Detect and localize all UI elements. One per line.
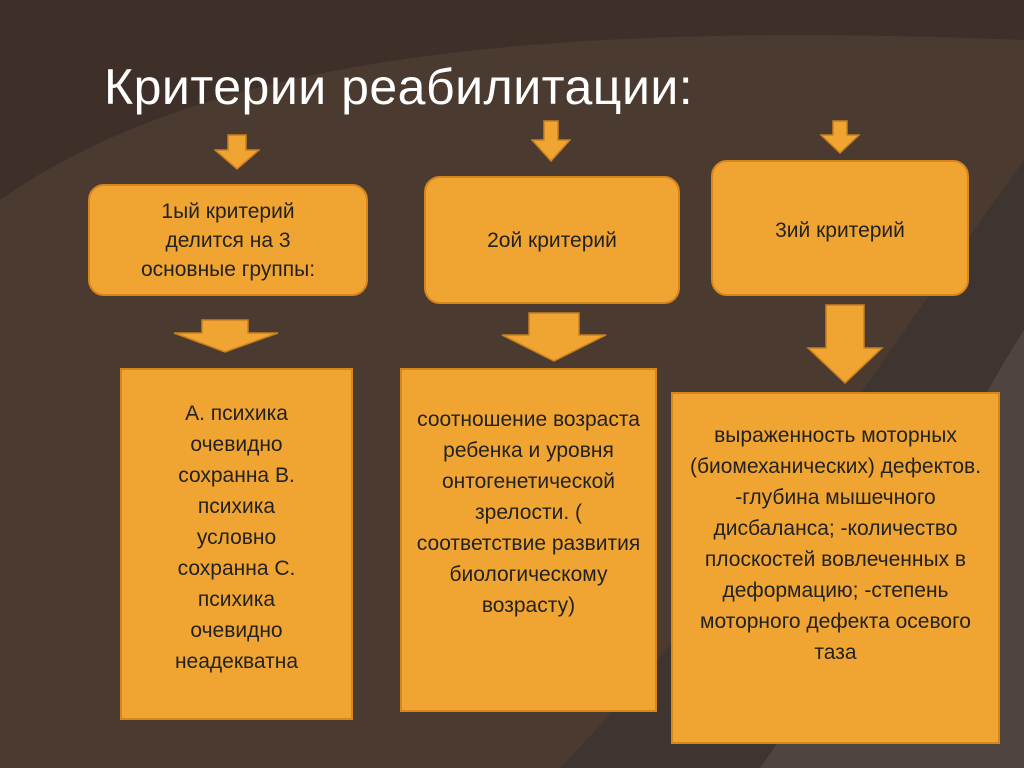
down-arrow-icon xyxy=(531,120,571,162)
criterion-2-header: 2ой критерий xyxy=(424,176,680,304)
criterion-2-details: соотношение возраста ребенка и уровня он… xyxy=(400,368,657,712)
criterion-3-details-text: выраженность моторных (биомеханических) … xyxy=(689,424,982,664)
down-arrow-icon xyxy=(173,319,279,353)
criterion-1-details-text: А. психика очевидно сохранна В. психика … xyxy=(174,402,299,673)
criterion-3-header: 3ий критерий xyxy=(711,160,969,296)
down-arrow-icon xyxy=(501,312,607,362)
down-arrow-icon xyxy=(820,120,860,154)
criterion-3-details: выраженность моторных (биомеханических) … xyxy=(671,392,1000,744)
criterion-3-header-text: 3ий критерий xyxy=(775,219,905,242)
down-arrow-icon xyxy=(806,304,884,384)
criterion-1-header-text: 1ый критерий делится на 3 основные групп… xyxy=(140,199,316,281)
criterion-1-details: А. психика очевидно сохранна В. психика … xyxy=(120,368,353,720)
down-arrow-icon xyxy=(214,134,260,170)
page-title: Критерии реабилитации: xyxy=(104,59,694,115)
criterion-2-header-text: 2ой критерий xyxy=(487,228,617,252)
criterion-2-details-text: соотношение возраста ребенка и уровня он… xyxy=(416,408,641,617)
criterion-1-header: 1ый критерий делится на 3 основные групп… xyxy=(88,184,368,296)
